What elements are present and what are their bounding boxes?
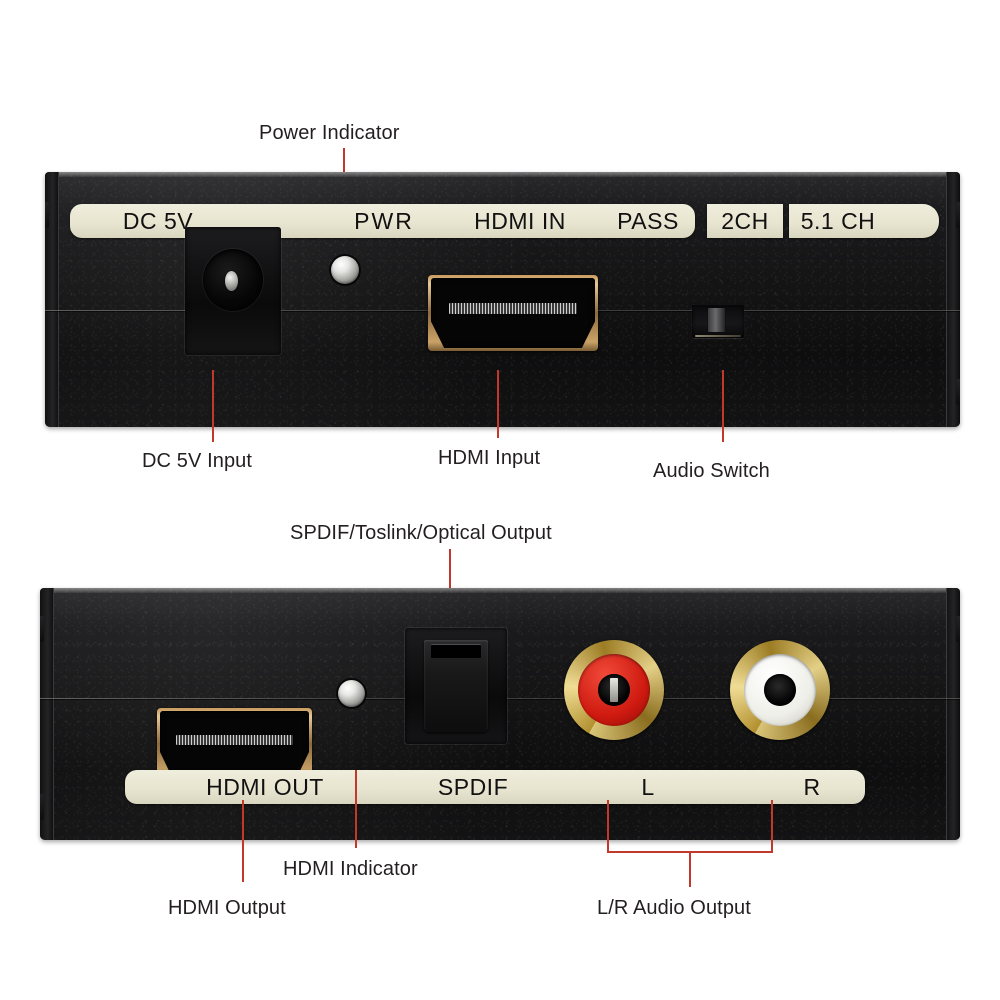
hdmi-input-contacts (449, 303, 577, 315)
panel-segment-2ch: 2CH (707, 204, 783, 238)
rca-right-insulator (744, 654, 816, 726)
callout-spdif-output: SPDIF/Toslink/Optical Output (290, 522, 552, 544)
chassis-ear-right-top (956, 202, 960, 228)
hdmi-input-port[interactable] (428, 275, 598, 351)
callout-dc-5v-input: DC 5V Input (142, 450, 253, 472)
panel-label-r: R (803, 773, 821, 800)
panel-label-l: L (641, 773, 655, 800)
panel-label-spdif: SPDIF (437, 773, 509, 800)
front-label-strip: DC 5V PWR HDMI IN PASS (70, 204, 695, 238)
front-panel-device: DC 5V PWR HDMI IN PASS 2CH 5.1 CH (45, 172, 960, 427)
rca-left-insulator (578, 654, 650, 726)
panel-label-51ch: 5.1 CH (800, 207, 876, 234)
chassis-ear-left-top (45, 202, 49, 228)
panel-label-pass: PASS (617, 207, 679, 234)
leader-line-dc-input (212, 370, 214, 442)
hdmi-output-port[interactable] (157, 708, 312, 780)
hdmi-input-cavity (431, 278, 595, 348)
rca-jack-left-red[interactable] (564, 640, 664, 740)
chassis-top-bevel (45, 172, 960, 177)
dc-jack-center-pin (225, 271, 238, 291)
toslink-shutter[interactable] (424, 640, 488, 732)
audio-switch-knob[interactable] (708, 308, 725, 332)
rear-chassis-ear-left-bottom (40, 794, 44, 820)
hdmi-output-contacts (176, 734, 293, 746)
rca-left-contact (609, 677, 619, 703)
leader-line-hdmi-input (497, 370, 499, 438)
audio-switch-lip (695, 335, 741, 337)
rear-label-strip: HDMI OUT SPDIF L R (125, 770, 865, 804)
leader-line-hdmi-output (242, 800, 244, 882)
chassis-ear-right-bottom (956, 379, 960, 405)
leader-line-audio-switch (722, 370, 724, 442)
panel-label-2ch: 2CH (721, 207, 769, 234)
panel-label-pwr: PWR (354, 207, 414, 234)
leader-line-lr-audio-output (689, 851, 691, 887)
rca-right-hole (764, 674, 796, 706)
callout-power-indicator: Power Indicator (259, 122, 400, 144)
hdmi-led-indicator (338, 680, 365, 707)
panel-segment-51ch: 5.1 CH (789, 204, 939, 238)
rca-jack-right-white[interactable] (730, 640, 830, 740)
panel-label-dc5v: DC 5V (122, 207, 194, 234)
leader-line-r-channel (771, 800, 773, 852)
dc-barrel-jack[interactable] (185, 227, 281, 355)
hdmi-output-cavity (160, 711, 309, 777)
rear-panel-device: HDMI OUT SPDIF L R (40, 588, 960, 840)
leader-line-l-channel (607, 800, 609, 852)
rear-chassis-ear-left-top (40, 616, 44, 642)
panel-label-hdmi-out: HDMI OUT (206, 773, 324, 800)
rear-chassis-ear-right-top (956, 616, 960, 642)
callout-hdmi-output: HDMI Output (168, 897, 286, 919)
dc-jack-hole (203, 249, 263, 311)
audio-mode-slide-switch[interactable] (692, 305, 744, 338)
leader-line-hdmi-indicator (355, 770, 357, 848)
callout-hdmi-input: HDMI Input (438, 447, 541, 469)
toslink-slot (431, 645, 481, 658)
toslink-optical-port[interactable] (405, 628, 507, 744)
power-led-indicator (331, 256, 359, 284)
callout-lr-audio-output: L/R Audio Output (597, 897, 751, 919)
panel-label-hdmi-in: HDMI IN (474, 207, 566, 234)
callout-hdmi-indicator: HDMI Indicator (283, 858, 418, 880)
rear-chassis-top-bevel (40, 588, 960, 593)
callout-audio-switch: Audio Switch (653, 460, 770, 482)
